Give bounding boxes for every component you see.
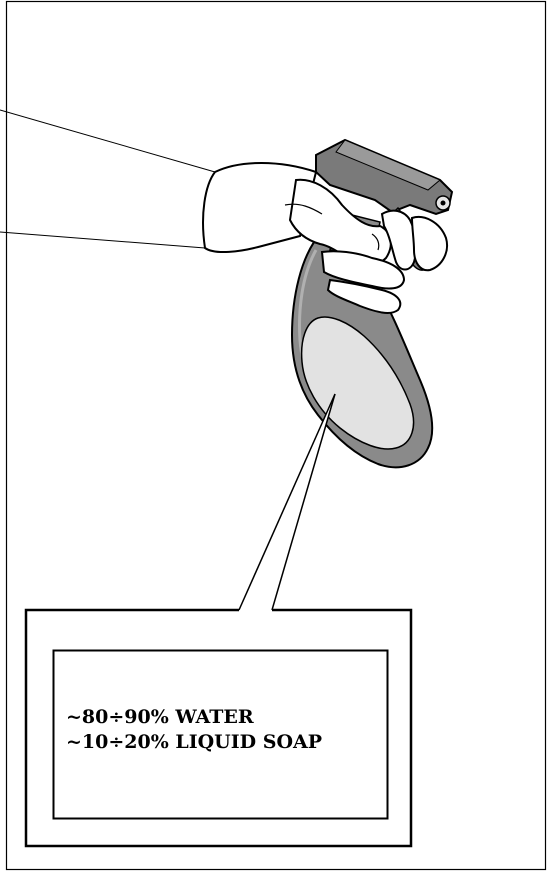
leader-line-lower (0, 232, 205, 248)
soap-ratio-text: ~10÷20% LIQUID SOAP (66, 730, 322, 755)
callout-pointer-left-edge (239, 394, 335, 610)
callout-pointer-right-edge (272, 394, 335, 610)
leader-line-upper (0, 110, 215, 172)
callout-text: ~80÷90% WATER ~10÷20% LIQUID SOAP (66, 705, 322, 755)
water-ratio-text: ~80÷90% WATER (66, 705, 322, 730)
